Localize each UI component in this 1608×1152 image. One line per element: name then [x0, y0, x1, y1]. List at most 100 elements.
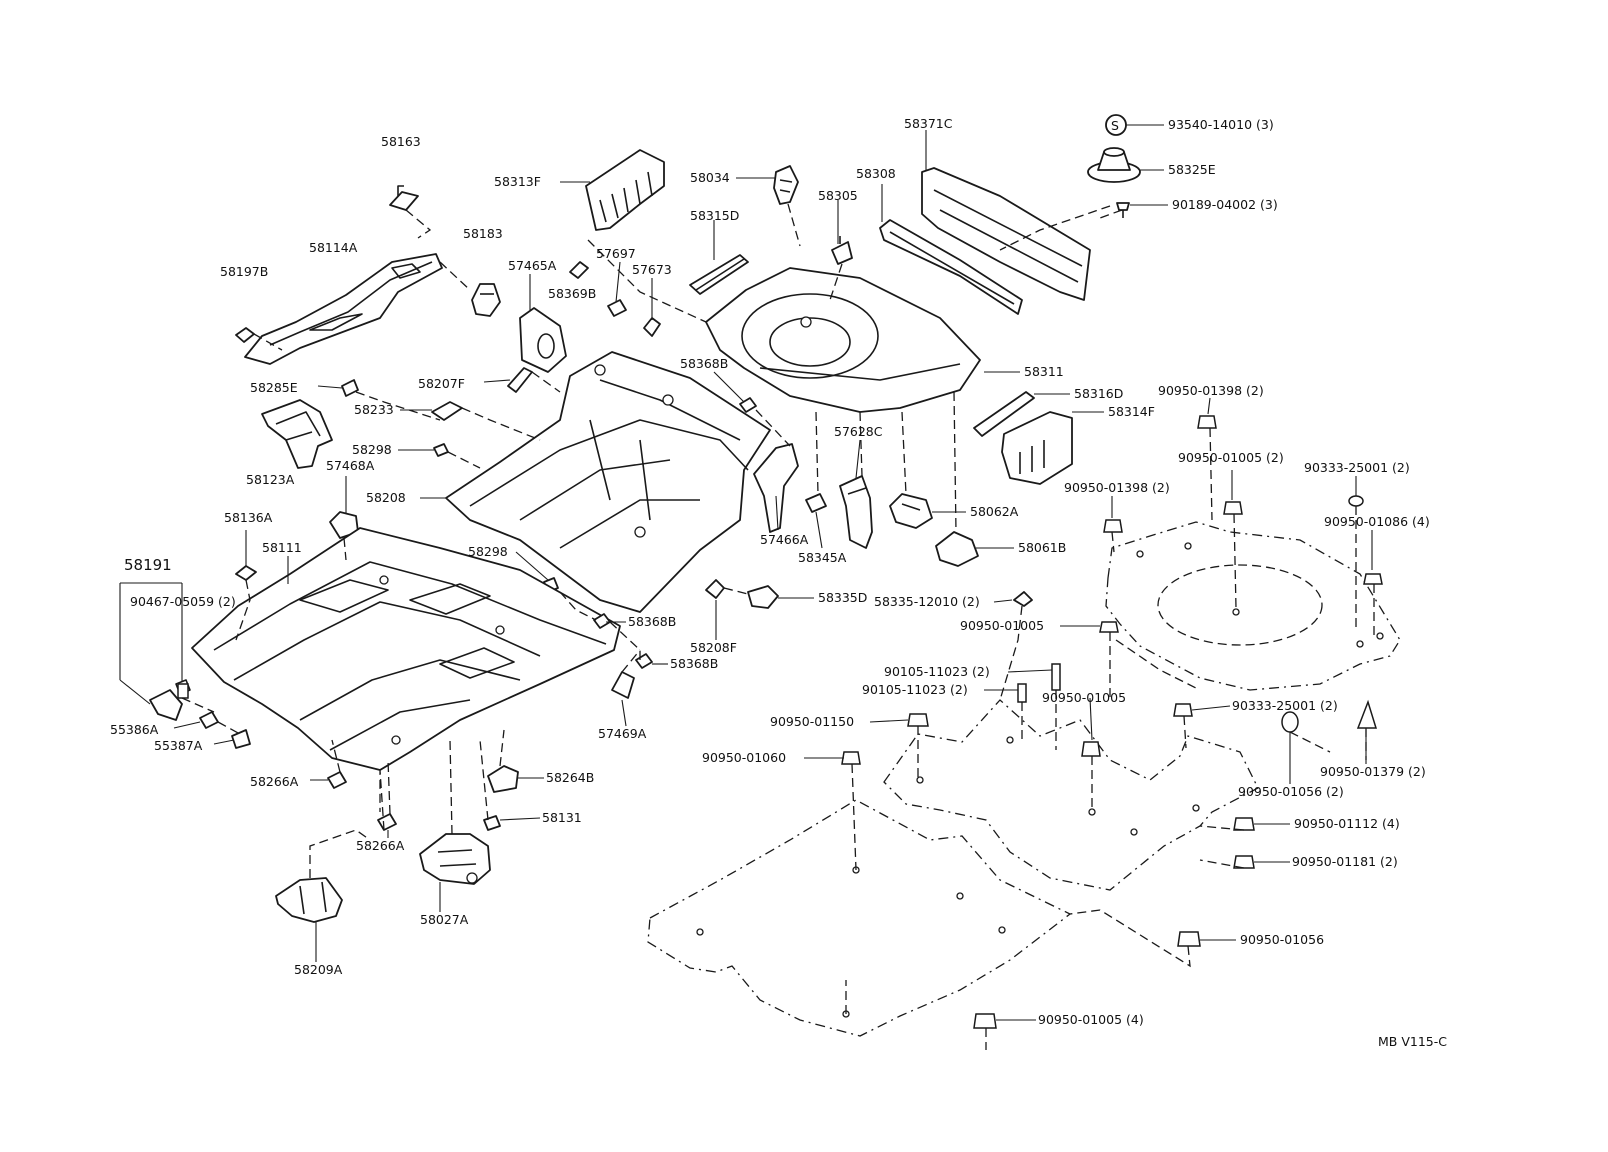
callout-58325E: 58325E	[1168, 162, 1216, 177]
part-58114A	[244, 253, 443, 365]
callout-58191: 58191	[124, 556, 172, 574]
callout-58209A: 58209A	[294, 962, 343, 977]
callout-55387A: 55387A	[154, 738, 203, 753]
part-58325E	[1087, 147, 1141, 183]
callout-58308: 58308	[856, 166, 896, 181]
part-57465A	[519, 307, 567, 373]
callout-90333-25001-top: 90333-25001 (2)	[1304, 460, 1410, 475]
part-58062A	[889, 493, 933, 529]
callout-58027A: 58027A	[420, 912, 469, 927]
callout-58335-12010: 58335-12010 (2)	[874, 594, 980, 609]
part-58111	[191, 527, 621, 771]
callout-57697: 57697	[596, 246, 636, 261]
callout-58314F: 58314F	[1108, 404, 1155, 419]
callout-58368B-c: 58368B	[670, 656, 718, 671]
callout-58208: 58208	[366, 490, 406, 505]
callout-57468A: 57468A	[326, 458, 375, 473]
part-57628C	[839, 475, 873, 549]
part-58345A	[805, 493, 827, 513]
part-58368B-c	[635, 653, 653, 669]
callout-58371C: 58371C	[904, 116, 953, 131]
part-57466A	[753, 443, 799, 533]
callout-labels: 58163 58114A 58197B 58183 58313F 58034 5…	[110, 116, 1447, 1049]
callout-58315D: 58315D	[690, 208, 739, 223]
part-93540-14010: S	[1105, 114, 1127, 136]
callout-58313F: 58313F	[494, 174, 541, 189]
silencer-sheet-rear	[1105, 521, 1401, 691]
callout-58062A: 58062A	[970, 504, 1019, 519]
callout-90950-01398-mid: 90950-01398 (2)	[1064, 480, 1170, 495]
callout-58369B: 58369B	[548, 286, 596, 301]
callout-90950-01086: 90950-01086 (4)	[1324, 514, 1430, 529]
callout-58311: 58311	[1024, 364, 1064, 379]
callout-90950-01379: 90950-01379 (2)	[1320, 764, 1426, 779]
callout-57628C: 57628C	[834, 424, 883, 439]
fasteners	[177, 415, 1383, 1029]
callout-58335D: 58335D	[818, 590, 867, 605]
part-55387A	[231, 729, 251, 749]
callout-90950-01005-top: 90950-01005 (2)	[1178, 450, 1284, 465]
callout-58266A-a: 58266A	[250, 774, 299, 789]
callout-90950-01056-mid: 90950-01056 (2)	[1238, 784, 1344, 799]
part-58298-upper	[433, 443, 449, 457]
callout-58305: 58305	[818, 188, 858, 203]
part-58123A	[261, 399, 333, 469]
callout-90105-11023-a: 90105-11023 (2)	[884, 664, 990, 679]
callout-58208F: 58208F	[690, 640, 737, 655]
callout-90950-01005-b: 90950-01005	[1042, 690, 1126, 705]
callout-58207F: 58207F	[418, 376, 465, 391]
callout-58163: 58163	[381, 134, 421, 149]
part-58266A-b	[377, 813, 397, 831]
drawing-code: MB V115-C	[1378, 1034, 1447, 1049]
leader-lines	[119, 124, 1373, 1021]
part-58311	[705, 267, 981, 413]
part-58335D	[747, 585, 779, 609]
part-58027A	[419, 833, 491, 885]
assembly-guides	[181, 203, 1375, 1050]
callout-58034: 58034	[690, 170, 730, 185]
part-57673	[643, 317, 661, 337]
part-58369B	[569, 261, 589, 279]
callout-90950-01005-a: 90950-01005	[960, 618, 1044, 633]
callout-90467-05059: 90467-05059 (2)	[130, 594, 236, 609]
part-58233	[431, 401, 463, 421]
callout-93540-14010: 93540-14010 (3)	[1168, 117, 1274, 132]
part-58197B	[235, 327, 255, 343]
callout-58266A-b: 58266A	[356, 838, 405, 853]
callout-90950-01060: 90950-01060	[702, 750, 786, 765]
callout-90950-01150: 90950-01150	[770, 714, 854, 729]
part-57697	[607, 299, 627, 317]
part-58207F	[507, 367, 533, 393]
callout-58285E: 58285E	[250, 380, 298, 395]
part-58208F	[705, 579, 725, 599]
part-58209A	[275, 877, 343, 923]
callout-57465A: 57465A	[508, 258, 557, 273]
part-58183	[471, 283, 501, 317]
callout-55386A: 55386A	[110, 722, 159, 737]
part-58266A-a	[327, 771, 347, 789]
callout-58114A: 58114A	[309, 240, 358, 255]
part-58315D	[689, 254, 749, 295]
part-90189-04002	[1116, 202, 1130, 218]
callout-58131: 58131	[542, 810, 582, 825]
callout-58061B: 58061B	[1018, 540, 1066, 555]
callout-90950-01181: 90950-01181 (2)	[1292, 854, 1398, 869]
part-58034	[773, 165, 799, 205]
silencer-sheet-front	[647, 799, 1072, 1037]
callout-57673: 57673	[632, 262, 672, 277]
callout-58345A: 58345A	[798, 550, 847, 565]
part-58368B-a	[739, 397, 757, 413]
part-58163	[389, 185, 419, 211]
callout-90950-01005-low: 90950-01005 (4)	[1038, 1012, 1144, 1027]
part-58371C	[921, 167, 1091, 301]
part-58335-12010	[1013, 591, 1033, 607]
callout-58136A: 58136A	[224, 510, 273, 525]
callout-58368B-b: 58368B	[628, 614, 676, 629]
part-58208	[445, 351, 771, 613]
callout-90950-01112: 90950-01112 (4)	[1294, 816, 1400, 831]
callout-90333-25001-mid: 90333-25001 (2)	[1232, 698, 1338, 713]
part-58131	[483, 815, 501, 831]
part-58061B	[935, 531, 979, 567]
callout-58316D: 58316D	[1074, 386, 1123, 401]
